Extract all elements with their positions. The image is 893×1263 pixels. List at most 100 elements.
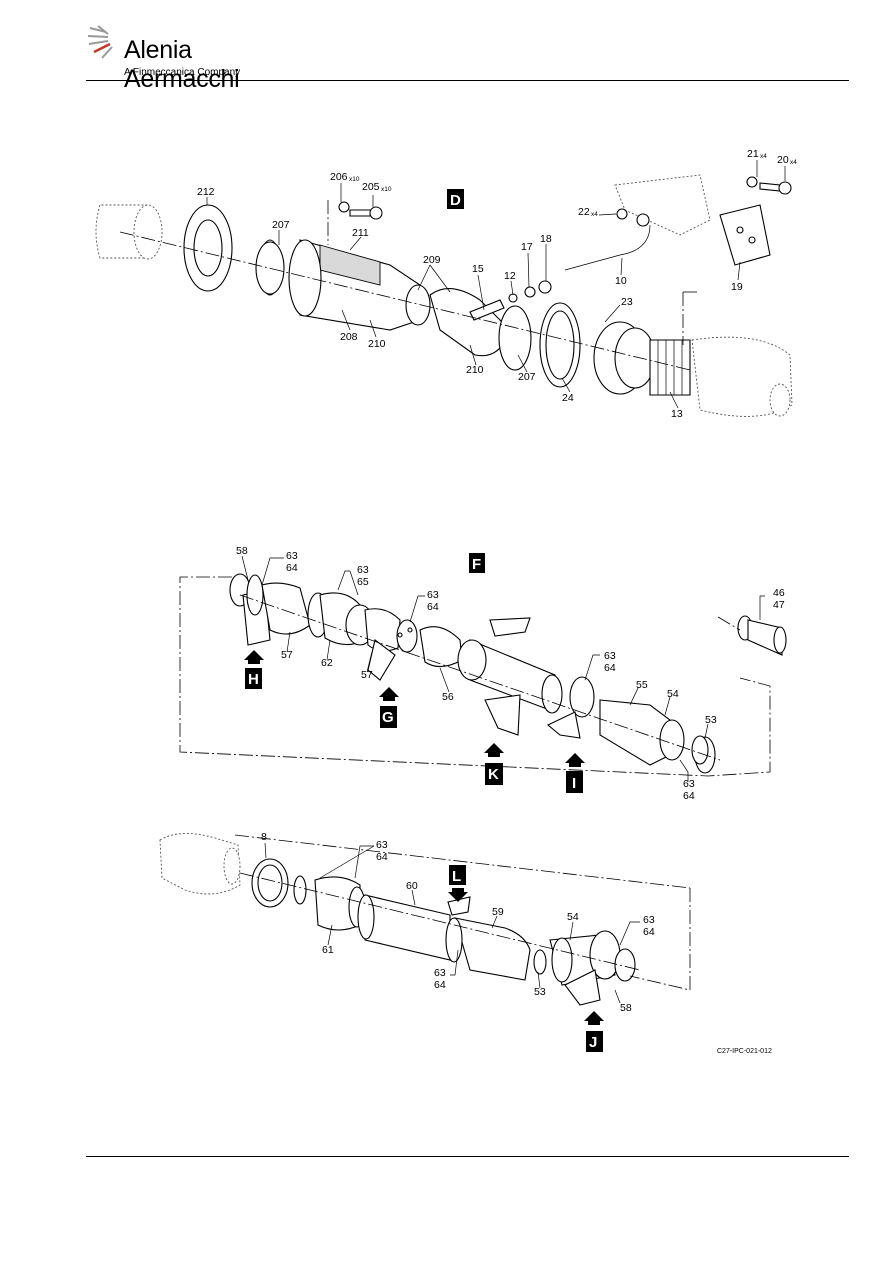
callout: 210 (368, 338, 386, 350)
view-tag-j: J (584, 1011, 604, 1052)
callout: 56 (442, 691, 454, 703)
svg-text:G: G (382, 709, 394, 726)
callout: 47 (773, 599, 785, 611)
company-subtitle: A Finmeccanica Company (124, 67, 241, 78)
arrow-up-icon (584, 1011, 604, 1021)
callout: 13 (671, 408, 683, 420)
callout: 212 (197, 186, 215, 198)
callout: 63 (427, 589, 439, 601)
callout: 10 (615, 275, 627, 287)
callout: 63 (604, 650, 616, 662)
callout: 57 (281, 649, 293, 661)
callout: 55 (636, 679, 648, 691)
callout: 18 (540, 233, 552, 245)
view-d-callouts: 212 207 206 x10 205 x10 211 209 208 210 … (197, 148, 797, 420)
callout: 8 (261, 831, 267, 843)
callout: 19 (731, 281, 743, 293)
callout: 58 (620, 1002, 632, 1014)
svg-text:L: L (452, 868, 461, 885)
callout: 65 (357, 576, 369, 588)
callout: 63 (376, 839, 388, 851)
callout: 64 (434, 979, 446, 991)
view-tag-g: G (379, 687, 399, 728)
footer-rule (86, 1156, 849, 1157)
callout: 64 (643, 926, 655, 938)
callout: 207 (272, 219, 290, 231)
callout: 60 (406, 880, 418, 892)
arrow-up-icon (484, 743, 504, 753)
view-tag-f: F (469, 553, 485, 573)
callout: 17 (521, 241, 533, 253)
callout: 58 (236, 545, 248, 557)
arrow-up-icon (379, 687, 399, 697)
callout: 64 (376, 851, 388, 863)
callout-qty: x10 (349, 176, 360, 183)
view-f-upper-callouts: 58 63 64 63 65 63 64 46 47 57 62 57 56 6… (236, 545, 785, 802)
callout: 54 (667, 688, 679, 700)
callout-qty: x10 (381, 186, 392, 193)
callout: 63 (683, 778, 695, 790)
callout: 63 (643, 914, 655, 926)
view-f-upper-assembly (179, 573, 787, 777)
view-f-lower-leaders (264, 842, 640, 1004)
view-f-upper-leaders (241, 555, 765, 782)
callout: 46 (773, 587, 785, 599)
view-d-leaders (206, 160, 786, 409)
callout: 22 (578, 206, 590, 218)
callout: 63 (286, 550, 298, 562)
view-tag-k: K (484, 743, 504, 785)
callout: 64 (604, 662, 616, 674)
callout: 24 (562, 392, 574, 404)
callout: 57 (361, 669, 373, 681)
arrow-down-icon (448, 892, 468, 902)
view-tag-d: D (447, 189, 464, 209)
callout: 53 (705, 714, 717, 726)
callout-qty: x4 (591, 211, 598, 218)
arrow-up-icon (244, 650, 264, 660)
view-tag-l: L (448, 865, 468, 902)
callout: 209 (423, 254, 441, 266)
callout: 59 (492, 906, 504, 918)
callout: 64 (683, 790, 695, 802)
callout: 205 (362, 181, 380, 193)
callout: 63 (357, 564, 369, 576)
callout: 54 (567, 911, 579, 923)
view-d-assembly (95, 174, 793, 417)
bracket-19 (719, 204, 771, 266)
callout: 63 (434, 967, 446, 979)
svg-text:K: K (488, 766, 499, 783)
svg-text:I: I (572, 775, 576, 792)
callout: 211 (352, 227, 369, 239)
svg-text:H: H (248, 671, 259, 688)
callout: 53 (534, 986, 546, 998)
view-tag-h: H (244, 650, 264, 689)
svg-text:D: D (450, 192, 461, 209)
company-name: Alenia Aermacchi (124, 36, 240, 93)
callout: 206 (330, 171, 348, 183)
view-f-lower-assembly (159, 833, 691, 1006)
callout: 64 (286, 562, 298, 574)
callout: 64 (427, 601, 439, 613)
callout: 15 (472, 263, 484, 275)
callout: 12 (504, 270, 516, 282)
logo-mark-icon (87, 25, 113, 59)
svg-text:J: J (589, 1034, 597, 1051)
callout: 21 (747, 148, 759, 160)
callout: 208 (340, 331, 358, 343)
company-logo: Alenia Aermacchi A Finmeccanica Company (86, 22, 306, 93)
header-rule (86, 80, 849, 81)
figure-reference: C27-IPC-021-012 (717, 1048, 772, 1055)
view-tag-i: I (565, 753, 585, 793)
callout: 61 (322, 944, 334, 956)
callout: 20 (777, 154, 789, 166)
arrow-up-icon (565, 753, 585, 763)
callout-qty: x4 (790, 159, 797, 166)
view-f-lower-callouts: 8 63 64 60 59 54 63 64 61 63 64 53 58 (261, 831, 655, 1014)
callout: 23 (621, 296, 633, 308)
callout-qty: x4 (760, 153, 767, 160)
callout: 62 (321, 657, 333, 669)
callout: 210 (466, 364, 484, 376)
svg-text:F: F (472, 556, 481, 573)
callout: 207 (518, 371, 536, 383)
